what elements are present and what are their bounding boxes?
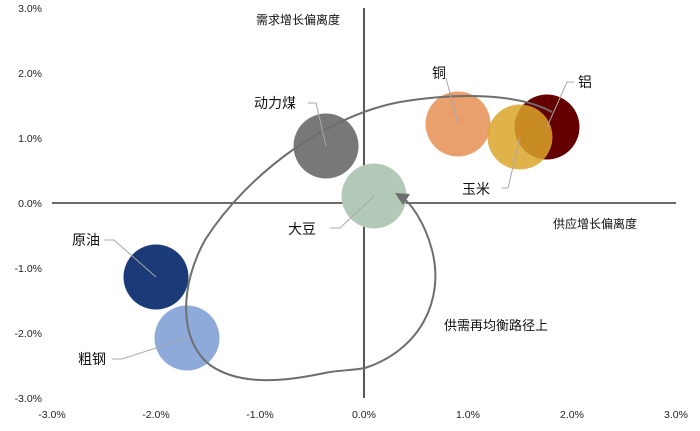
- x-axis-ticks: -3.0% -2.0% -1.0% 0.0% 1.0% 2.0% 3.0%: [38, 409, 688, 421]
- y-axis-title: 需求增长偏离度: [256, 12, 340, 27]
- x-axis-title: 供应增长偏离度: [553, 216, 637, 231]
- x-tick: -2.0%: [142, 409, 169, 421]
- label-soy: 大豆: [288, 222, 316, 238]
- y-tick: 0.0%: [18, 198, 42, 210]
- arrowhead-icon: [395, 193, 410, 205]
- rebalance-path-curve: [185, 95, 553, 382]
- y-tick: -2.0%: [15, 328, 42, 340]
- x-tick: -3.0%: [38, 409, 65, 421]
- y-tick: -3.0%: [15, 393, 42, 405]
- x-tick: -1.0%: [246, 409, 273, 421]
- x-tick: 2.0%: [560, 409, 584, 421]
- y-tick: 1.0%: [18, 133, 42, 145]
- x-tick: 1.0%: [456, 409, 480, 421]
- y-axis-ticks: 3.0% 2.0% 1.0% 0.0% -1.0% -2.0% -3.0%: [15, 3, 42, 405]
- leader-lines: [104, 77, 574, 360]
- x-tick: 0.0%: [352, 409, 376, 421]
- y-tick: 3.0%: [18, 3, 42, 15]
- y-tick: 2.0%: [18, 68, 42, 80]
- y-tick: -1.0%: [15, 263, 42, 275]
- label-steel: 粗钢: [78, 352, 106, 368]
- label-aluminum: 铝: [578, 75, 592, 91]
- label-copper: 铜: [432, 66, 446, 82]
- label-crude: 原油: [72, 233, 100, 249]
- x-tick: 3.0%: [664, 409, 688, 421]
- rebalance-path-annotation: 供需再均衡路径上: [444, 318, 548, 334]
- label-coal: 动力煤: [254, 96, 296, 112]
- label-corn: 玉米: [462, 182, 490, 198]
